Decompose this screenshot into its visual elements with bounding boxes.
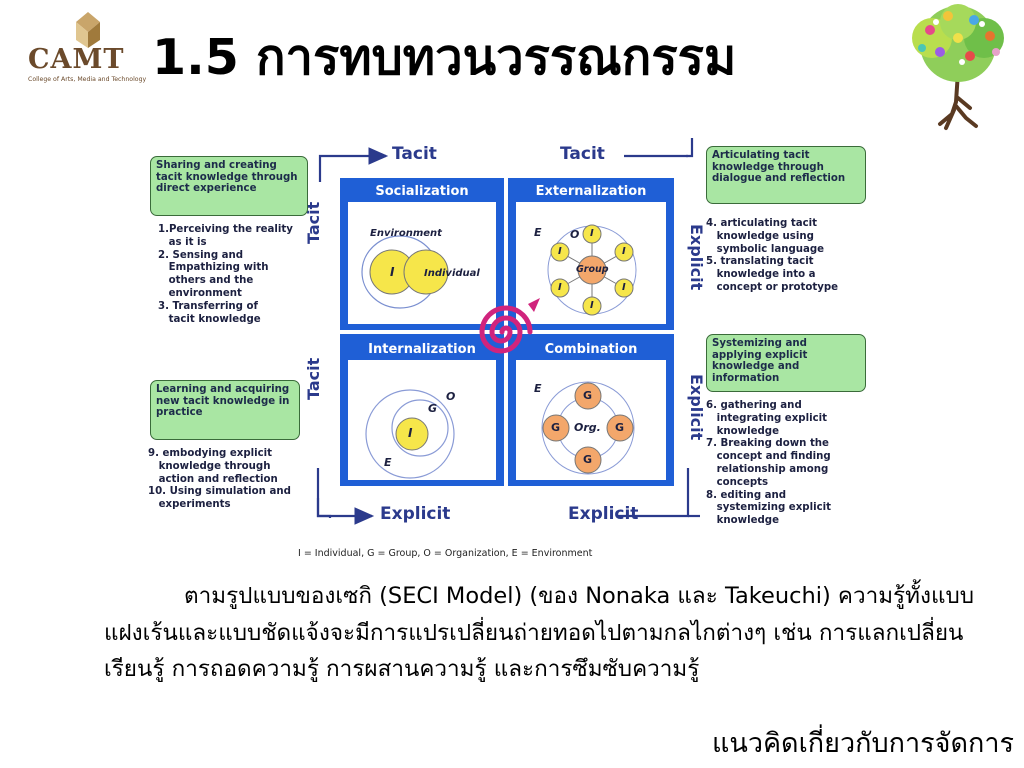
- label-ext-e: E: [534, 226, 542, 239]
- label-ext-i-6: I: [622, 282, 626, 293]
- label-ext-o: O: [570, 228, 580, 241]
- page-title: 1.5 การทบทวนวรรณกรรม: [152, 29, 737, 86]
- label-int-o: O: [446, 390, 456, 403]
- body-paragraph: ตามรูปแบบของเซกิ (SECI Model) (ของ Nonak…: [104, 578, 984, 688]
- combination-circles: [541, 381, 635, 475]
- internalization-circles: [365, 389, 455, 479]
- seci-diagram-graphics: [316, 138, 700, 525]
- right-label-bottom: Explicit: [687, 374, 706, 441]
- quadrant-title-internalization: Internalization: [368, 342, 476, 357]
- steps-externalization: 4. articulating tacit knowledge using sy…: [706, 218, 839, 293]
- bottom-label-left: Explicit: [380, 504, 451, 524]
- label-ext-group: Group: [576, 264, 609, 275]
- label-individual: Individual: [424, 268, 480, 279]
- quadrant-title-combination: Combination: [544, 342, 638, 357]
- socialization-circles: [361, 235, 449, 309]
- callout-combination: Systemizing and applying explicit knowle…: [706, 334, 866, 392]
- label-comb-g-2: G: [583, 453, 593, 466]
- steps-combination: 6. gathering and integrating explicit kn…: [706, 400, 831, 527]
- seci-diagram: Tacit Tacit Explicit Explicit Tacit Taci…: [140, 138, 870, 568]
- camt-logo: CAMT College of Arts, Media and Technolo…: [28, 10, 146, 88]
- label-soc-i: I: [390, 265, 395, 279]
- callout-socialization: Sharing and creating tacit knowledge thr…: [150, 156, 308, 216]
- top-label-left: Tacit: [392, 144, 437, 164]
- label-comb-e: E: [534, 382, 542, 395]
- label-int-g: G: [428, 402, 438, 415]
- tree-illustration-icon: [912, 4, 1004, 130]
- label-comb-g-1: G: [583, 389, 593, 402]
- top-label-right: Tacit: [560, 144, 605, 164]
- footer-caption: แนวคิดเกี่ยวกับการจัดการ: [711, 728, 1014, 759]
- logo-text: CAMT: [28, 44, 125, 75]
- steps-socialization: 1.Perceiving the reality as it is 2. Sen…: [158, 224, 293, 325]
- logo-subtitle: College of Arts, Media and Technology: [28, 76, 147, 83]
- label-ext-i-1: I: [590, 228, 594, 239]
- left-label-bottom: Tacit: [304, 357, 323, 400]
- bottom-label-right: Explicit: [568, 504, 639, 524]
- label-ext-i-3: I: [558, 246, 562, 257]
- spiral-icon: [479, 298, 540, 354]
- label-int-e: E: [384, 456, 392, 469]
- externalization-circles: [547, 224, 637, 316]
- callout-externalization: Articulating tacit knowledge through dia…: [706, 146, 866, 204]
- label-comb-org: Org.: [574, 421, 601, 434]
- diagram-legend: I = Individual, G = Group, O = Organizat…: [298, 548, 593, 559]
- right-label-top: Explicit: [687, 224, 706, 291]
- label-ext-i-4: I: [622, 246, 626, 257]
- label-comb-g-4: G: [615, 421, 625, 434]
- label-int-i: I: [408, 426, 413, 440]
- paragraph-text: ตามรูปแบบของเซกิ (SECI Model) (ของ Nonak…: [104, 583, 975, 682]
- label-ext-i-5: I: [558, 282, 562, 293]
- label-ext-i-2: I: [590, 300, 594, 311]
- quadrant-title-socialization: Socialization: [375, 184, 469, 199]
- callout-internalization: Learning and acquiring new tacit knowled…: [150, 380, 300, 440]
- label-environment: Environment: [370, 228, 442, 239]
- logo-mark-icon: [76, 12, 100, 48]
- steps-internalization: 9. embodying explicit knowledge through …: [148, 448, 291, 511]
- cycle-arrows: [316, 138, 700, 525]
- quadrant-title-externalization: Externalization: [535, 184, 647, 199]
- label-comb-g-3: G: [551, 421, 561, 434]
